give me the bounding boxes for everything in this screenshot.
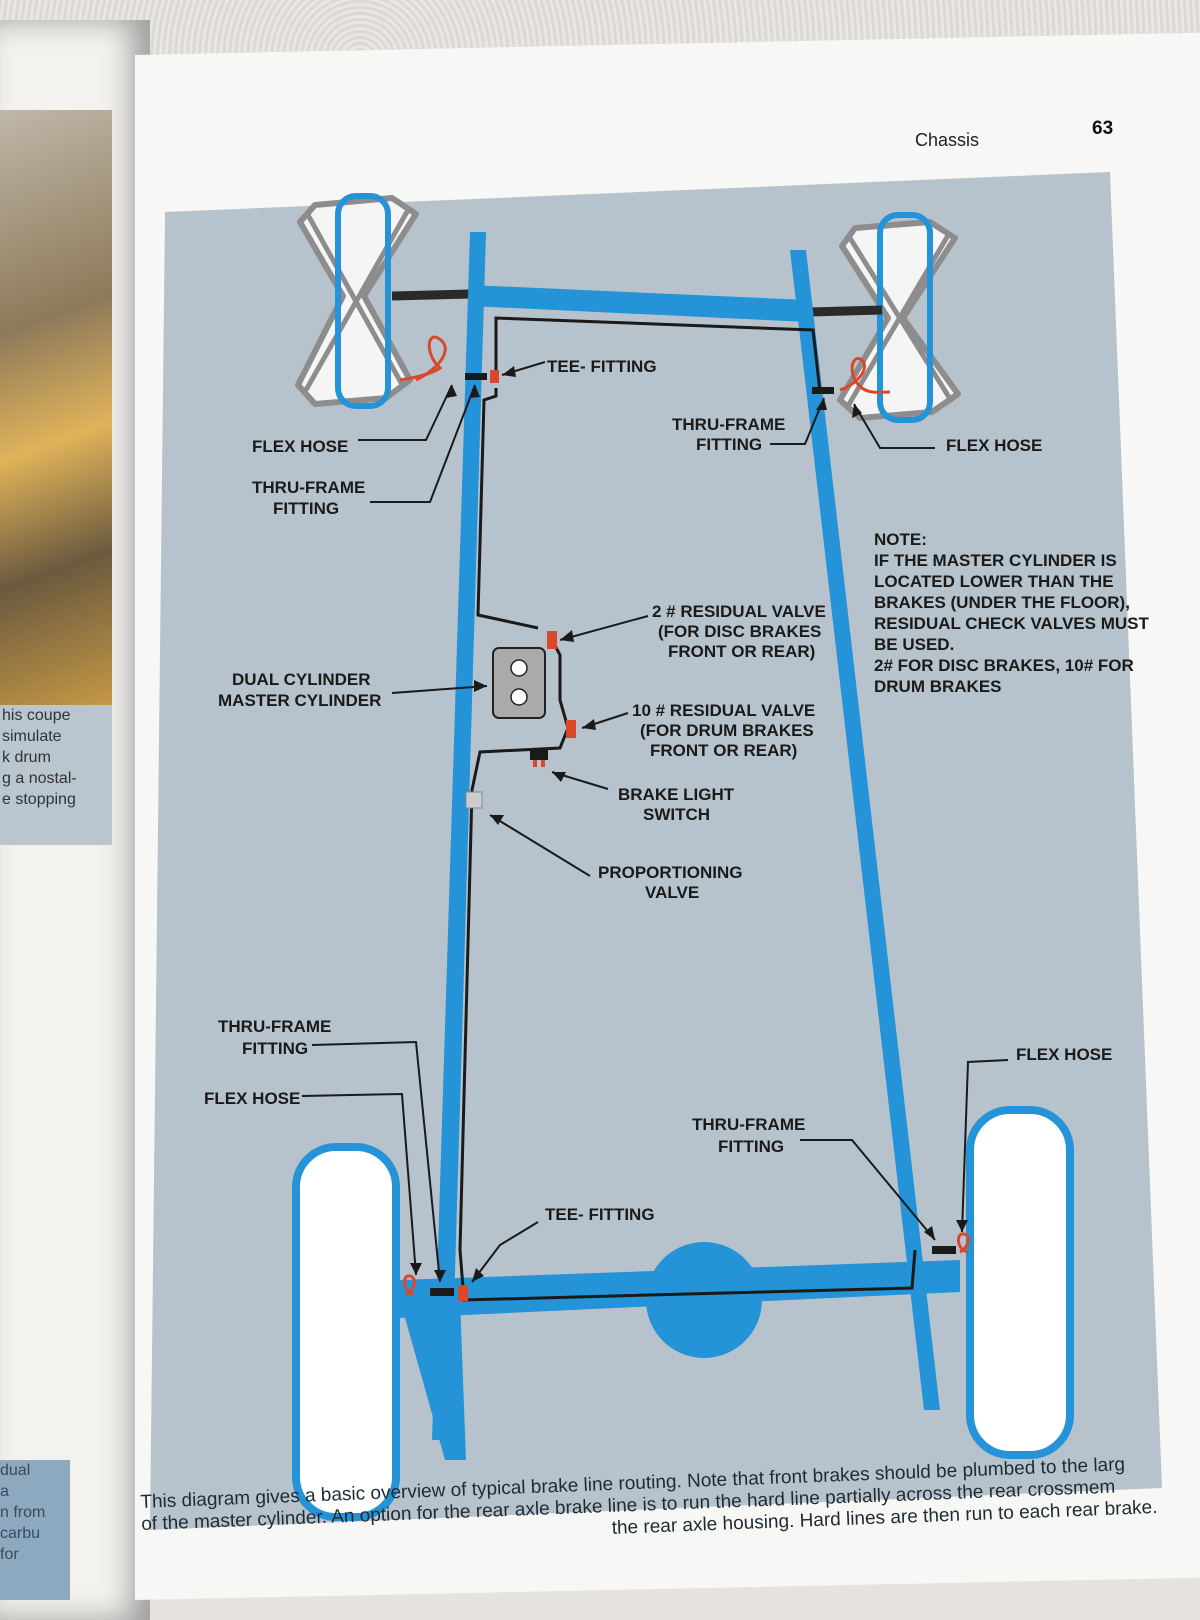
label-residual-valve-2: FRONT OR REAR) (668, 642, 815, 661)
caption-line: his coupe (2, 707, 71, 724)
master-cylinder (492, 647, 546, 719)
label-brake-light-switch: BRAKE LIGHT (618, 785, 735, 804)
label-proportioning-valve: VALVE (645, 883, 699, 902)
front-left-spindle (391, 289, 471, 301)
label-thru-frame-rear-right: THRU-FRAME (692, 1115, 805, 1134)
label-flex-hose-front-left: FLEX HOSE (252, 437, 348, 456)
label-residual-valve-2: (FOR DISC BRAKES (658, 622, 821, 641)
residual-valve-2 (547, 631, 557, 649)
front-right-flex-hose-shape (839, 356, 891, 394)
label-residual-valve-10: FRONT OR REAR) (650, 741, 797, 760)
caption-line: g a nostal- (2, 770, 77, 787)
rear-left-flex-hose-shape (403, 1274, 416, 1297)
rear-tee-fitting (458, 1285, 468, 1301)
caption-line: k drum (2, 749, 51, 766)
label-proportioning-valve: PROPORTIONING (598, 863, 743, 882)
note-block: NOTE: IF THE MASTER CYLINDER IS LOCATED … (874, 530, 1149, 696)
note-line: BE USED. (874, 635, 954, 654)
front-right-spindle (809, 305, 883, 317)
label-residual-valve-10: 10 # RESIDUAL VALVE (632, 701, 815, 720)
front-tee-fitting (490, 370, 499, 383)
label-tee-fitting-bottom: TEE- FITTING (545, 1205, 655, 1224)
caption-line: a (0, 1483, 9, 1500)
note-line: DRUM BRAKES (874, 677, 1002, 696)
note-line: NOTE: (874, 530, 927, 549)
caption-line: n from (0, 1504, 46, 1521)
label-thru-frame-front-right: THRU-FRAME (672, 415, 785, 434)
front-right-wheel (837, 212, 961, 423)
front-left-wheel (295, 193, 419, 409)
front-right-thru-frame-fitting (812, 387, 834, 394)
front-left-flex-hose-shape (399, 335, 447, 382)
label-brake-light-switch: SWITCH (643, 805, 710, 824)
brake-light-switch (530, 748, 548, 767)
label-tee-fitting-top: TEE- FITTING (547, 357, 657, 376)
label-residual-valve-10: (FOR DRUM BRAKES (640, 721, 814, 740)
note-line: RESIDUAL CHECK VALVES MUST (874, 614, 1149, 633)
left-page-caption: his coupe simulate k drum g a nostal- e … (0, 705, 112, 845)
note-line: LOCATED LOWER THAN THE (874, 572, 1114, 591)
caption-line: simulate (2, 728, 62, 745)
label-thru-frame-front-left: THRU-FRAME (252, 478, 365, 497)
proportioning-valve (465, 791, 483, 809)
rear-right-thru-frame-fitting (932, 1246, 956, 1254)
label-flex-hose-rear-left: FLEX HOSE (204, 1089, 300, 1108)
label-thru-frame-rear-right: FITTING (718, 1137, 784, 1156)
label-thru-frame-front-left: FITTING (273, 499, 339, 518)
label-master-cylinder: DUAL CYLINDER (232, 670, 371, 689)
label-residual-valve-2: 2 # RESIDUAL VALVE (652, 602, 826, 621)
page-number: 63 (1092, 118, 1114, 139)
rear-left-wheel (292, 1143, 400, 1521)
note-line: 2# FOR DISC BRAKES, 10# FOR (874, 656, 1134, 675)
caption-line: carbu (0, 1525, 41, 1542)
label-thru-frame-rear-left: THRU-FRAME (218, 1017, 331, 1036)
section-title: Chassis (915, 130, 980, 150)
chassis-frame (400, 232, 960, 1460)
rear-right-wheel (966, 1106, 1074, 1459)
note-line: IF THE MASTER CYLINDER IS (874, 551, 1117, 570)
label-flex-hose-rear-right: FLEX HOSE (1016, 1045, 1112, 1064)
leader-arrowheads (410, 366, 968, 1282)
label-thru-frame-front-right: FITTING (696, 435, 762, 454)
left-page-photo (0, 110, 112, 710)
rear-right-flex-hose-shape (957, 1232, 970, 1254)
caption-line: dual (0, 1462, 31, 1479)
label-flex-hose-front-right: FLEX HOSE (946, 436, 1042, 455)
front-left-thru-frame-fitting (465, 373, 487, 380)
residual-valve-10 (566, 720, 576, 738)
label-thru-frame-rear-left: FITTING (242, 1039, 308, 1058)
note-line: BRAKES (UNDER THE FLOOR), (874, 593, 1130, 612)
caption-line: e stopping (2, 791, 76, 808)
left-page-caption-2: dual a n from carbu for (0, 1460, 70, 1600)
caption-line: for (0, 1546, 19, 1563)
label-master-cylinder: MASTER CYLINDER (218, 691, 381, 710)
rear-left-thru-frame-fitting (430, 1288, 454, 1296)
